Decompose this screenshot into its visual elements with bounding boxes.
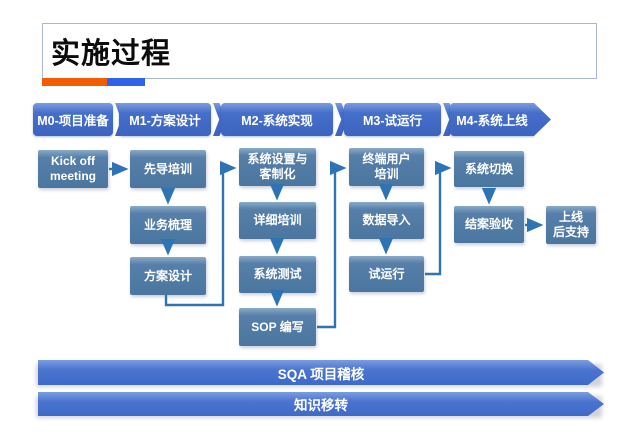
band-knowledge-transfer-label: 知识移转 — [294, 398, 348, 413]
phase-m2: M2-系统实现 — [221, 103, 348, 136]
node-solution-design: 方案设计 — [130, 257, 206, 295]
phase-m3: M3-试运行 — [344, 103, 456, 136]
node-closing-acceptance: 结案验收 — [454, 206, 524, 243]
title-underline-orange — [42, 78, 107, 86]
page-title: 实施过程 — [51, 38, 172, 70]
node-business-analysis: 业务梳理 — [130, 206, 206, 244]
phase-m1-label: M1-方案设计 — [119, 103, 211, 136]
node-sop-writing: SOP 编写 — [239, 308, 316, 346]
node-data-import: 数据导入 — [349, 202, 424, 239]
node-end-user-training: 终端用户培训 — [349, 148, 424, 186]
phase-m0: M0-项目准备 — [33, 103, 128, 136]
phase-m3-label: M3-试运行 — [344, 103, 441, 136]
node-system-setup-customization: 系统设置与客制化 — [239, 148, 316, 186]
phase-m4-label: M4-系统上线 — [450, 103, 534, 136]
node-system-testing: 系统测试 — [239, 256, 316, 293]
band-sqa-audit-label: SQA 项目稽核 — [277, 366, 365, 382]
band-knowledge-transfer: 知识移转 — [38, 392, 604, 416]
phase-m2-label: M2-系统实现 — [221, 103, 333, 136]
phase-m4: M4-系统上线 — [450, 103, 551, 136]
node-detailed-training: 详细培训 — [239, 202, 316, 239]
node-system-cutover: 系统切换 — [454, 151, 524, 187]
arrow-tip-icon — [534, 103, 551, 136]
phase-m1: M1-方案设计 — [119, 103, 226, 136]
node-trial-run: 试运行 — [349, 256, 424, 292]
title-underline-blue — [107, 78, 145, 86]
node-post-golive-support: 上线后支持 — [546, 206, 596, 244]
title-box: 实施过程 — [42, 23, 597, 79]
node-pilot-training: 先导培训 — [130, 150, 206, 188]
phase-m0-label: M0-项目准备 — [33, 103, 113, 136]
band-sqa-audit: SQA 项目稽核 — [38, 360, 604, 385]
